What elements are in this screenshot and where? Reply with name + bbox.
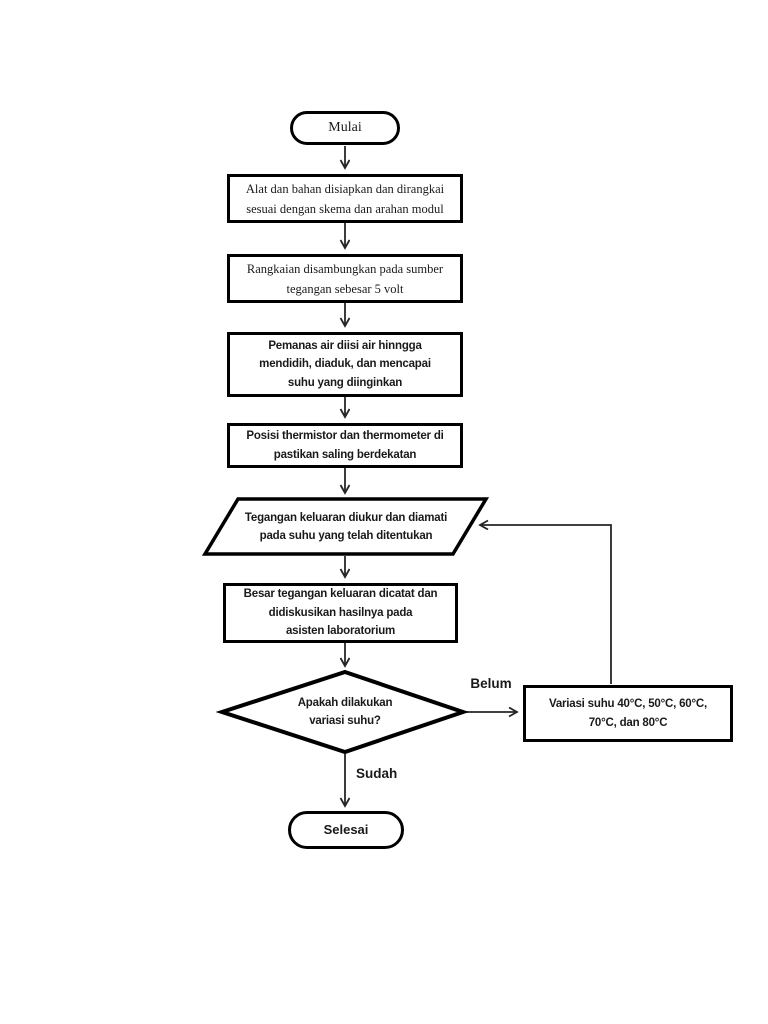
flow-node-prepare: Alat dan bahan disiapkan dan dirangkai s… — [227, 174, 463, 223]
node-text-line: mendidih, diaduk, dan mencapai — [259, 358, 431, 371]
flow-node-connect: Rangkaian disambungkan pada sumber tegan… — [227, 254, 463, 303]
flow-node-record: Besar tegangan keluaran dicatat dan didi… — [223, 583, 458, 643]
node-text-line: Pemanas air diisi air hinngga — [268, 339, 422, 352]
node-text-line: Rangkaian disambungkan pada sumber — [246, 261, 444, 276]
node-text-line: Selesai — [323, 821, 369, 837]
connector-variation-measure-loop — [480, 525, 612, 684]
diamond-shape-decision — [215, 669, 470, 755]
node-text-line: Mulai — [328, 119, 362, 135]
flow-node-decision: Apakah dilakukan variasi suhu? — [270, 688, 420, 736]
flow-node-variation: Variasi suhu 40°C, 50°C, 60°C, 70°C, dan… — [523, 685, 733, 742]
node-text-line: pada suhu yang telah ditentukan — [259, 530, 433, 542]
edge-label-sudah: Sudah — [356, 766, 398, 781]
node-text-line: tegangan sebesar 5 volt — [286, 281, 404, 296]
parallelogram-shape-measure — [201, 497, 490, 556]
node-text-line: Variasi suhu 40°C, 50°C, 60°C, — [548, 698, 707, 711]
node-text-line: asisten laboratorium — [285, 625, 396, 638]
node-text-line: variasi suhu? — [309, 715, 381, 727]
flow-node-measure: Tegangan keluaran diukur dan diamati pad… — [236, 500, 456, 554]
edge-label-belum: Belum — [470, 676, 512, 691]
node-text-line: sesuai dengan skema dan arahan modul — [246, 201, 444, 216]
flow-node-position: Posisi thermistor dan thermometer di pas… — [227, 423, 463, 468]
node-text-line: Tegangan keluaran diukur dan diamati — [244, 511, 448, 524]
node-text-line: Besar tegangan keluaran dicatat dan — [243, 588, 438, 601]
flow-node-end: Selesai — [288, 811, 404, 849]
node-text-line: Alat dan bahan disiapkan dan dirangkai — [245, 181, 445, 196]
node-text-line: 70°C, dan 80°C — [588, 716, 668, 729]
node-text-line: suhu yang diinginkan — [287, 376, 403, 389]
node-text-line: Posisi thermistor dan thermometer di — [246, 430, 444, 443]
flow-node-heat: Pemanas air diisi air hinngga mendidih, … — [227, 332, 463, 397]
node-text-line: pastikan saling berdekatan — [273, 448, 417, 461]
node-text-line: Apakah dilakukan — [297, 696, 393, 709]
node-text-line: didiskusikan hasilnya pada — [268, 606, 413, 619]
flow-node-start: Mulai — [290, 111, 400, 145]
